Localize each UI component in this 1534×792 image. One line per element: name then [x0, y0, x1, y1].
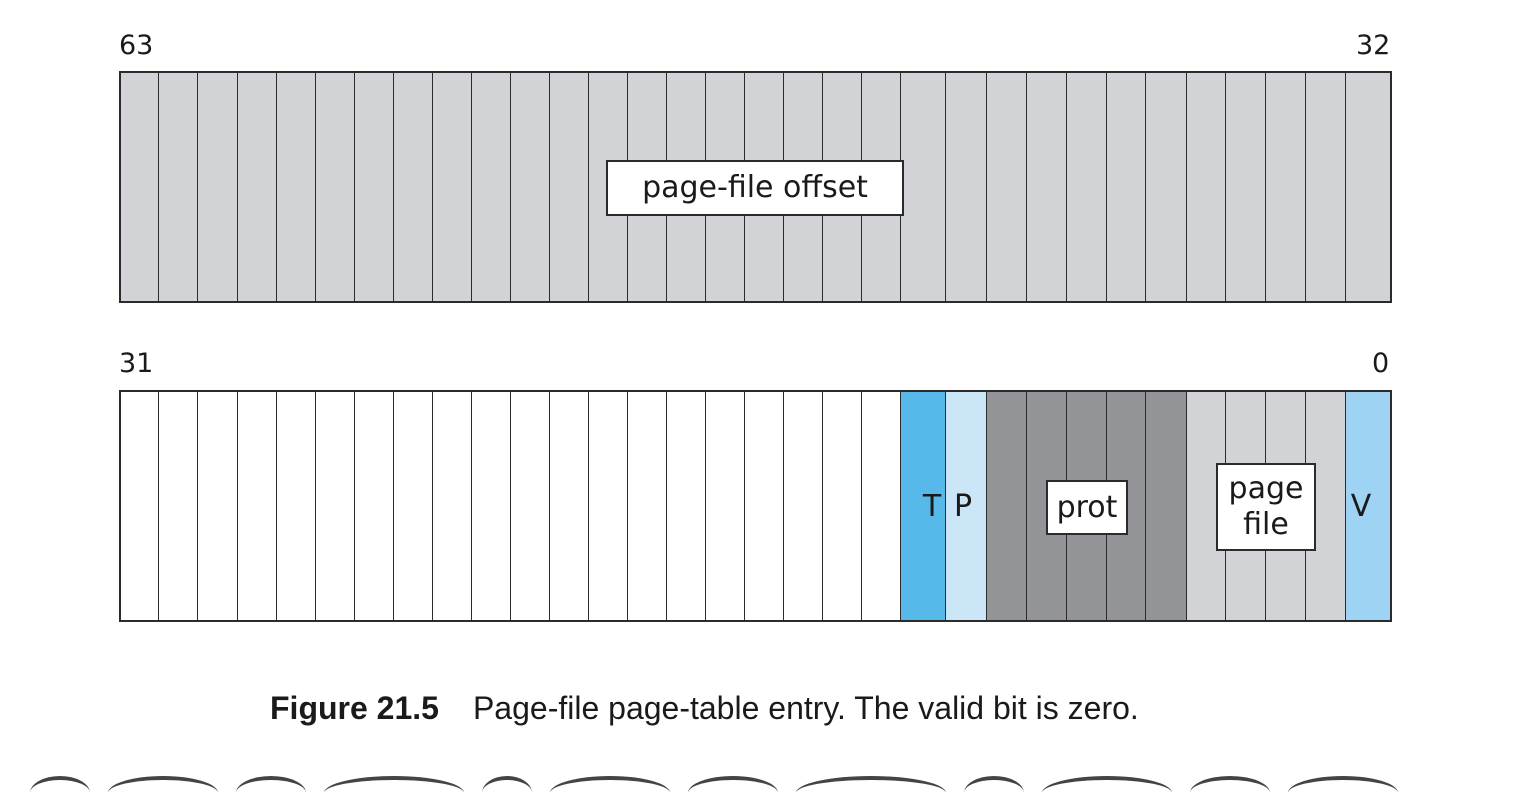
page-file-field-label: page file — [1216, 463, 1316, 551]
bit-cell — [511, 73, 550, 301]
bit-label-32: 32 — [1356, 30, 1391, 61]
bit-cell — [1306, 73, 1346, 301]
t-bit-label: T — [922, 489, 942, 524]
bit-cell — [159, 73, 198, 301]
bit-cell — [394, 73, 433, 301]
bit-cell — [1266, 73, 1306, 301]
p-bit-label: P — [953, 489, 973, 524]
bit-cell — [1146, 73, 1187, 301]
upper-register — [119, 71, 1392, 303]
prot-field-label: prot — [1046, 480, 1128, 535]
bit-cell — [784, 392, 823, 620]
bit-cell — [550, 392, 589, 620]
bit-cell — [472, 73, 511, 301]
bit-cell — [901, 392, 946, 620]
bit-cell — [1226, 73, 1266, 301]
bit-cell — [277, 392, 316, 620]
bit-cell — [1346, 392, 1390, 620]
cut-off-text-line — [30, 776, 1510, 792]
bit-cell — [550, 73, 589, 301]
bit-cell — [946, 73, 987, 301]
figure-number: Figure 21.5 — [270, 690, 439, 726]
bit-cell — [1027, 73, 1067, 301]
bit-cell — [433, 392, 472, 620]
bit-cell — [745, 392, 784, 620]
bit-cell — [987, 392, 1027, 620]
bit-cell — [355, 392, 394, 620]
bit-label-0: 0 — [1372, 348, 1390, 379]
lower-register — [119, 390, 1392, 622]
bit-cell — [316, 392, 355, 620]
bit-cell — [706, 392, 745, 620]
caption-text: Page-file page-table entry. The valid bi… — [472, 690, 1139, 726]
bit-cell — [198, 392, 238, 620]
bit-label-31: 31 — [119, 348, 154, 379]
bit-cell — [1107, 73, 1146, 301]
bit-cell — [394, 392, 433, 620]
bit-cell — [198, 73, 238, 301]
bit-cell — [277, 73, 316, 301]
bit-cell — [511, 392, 550, 620]
bit-cell — [1146, 392, 1187, 620]
bit-cell — [121, 73, 159, 301]
bit-cell — [355, 73, 394, 301]
v-bit-label: V — [1350, 489, 1372, 524]
bit-cell — [238, 73, 277, 301]
figure-caption: Figure 21.5 Page-file page-table entry. T… — [270, 690, 1139, 727]
page-file-offset-label: page-file offset — [606, 160, 904, 216]
bit-cell — [316, 73, 355, 301]
bit-cell — [589, 392, 628, 620]
bit-cell — [946, 392, 987, 620]
bit-cell — [1187, 73, 1226, 301]
bit-cell — [987, 73, 1027, 301]
bit-cell — [901, 73, 946, 301]
bit-cell — [1067, 73, 1107, 301]
bit-cell — [667, 392, 706, 620]
bit-cell — [823, 392, 862, 620]
bit-cell — [472, 392, 511, 620]
bit-cell — [433, 73, 472, 301]
bit-cell — [238, 392, 277, 620]
bit-cell — [1346, 73, 1390, 301]
bit-label-63: 63 — [119, 30, 154, 61]
bit-cell — [628, 392, 667, 620]
bit-cell — [159, 392, 198, 620]
bit-cell — [121, 392, 159, 620]
bit-cell — [862, 392, 901, 620]
